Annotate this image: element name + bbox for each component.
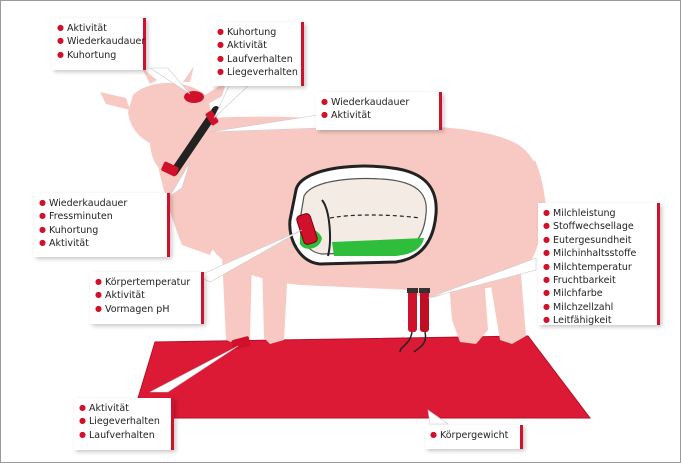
callout-leg-item: ●Liegeverhalten <box>79 415 165 428</box>
callout-leg-item: ●Laufverhalten <box>79 429 165 442</box>
callout-neck-item: ●Wiederkaudauer <box>321 96 433 109</box>
callout-collar-top-item: ●Aktivität <box>217 39 295 52</box>
callout-collar-low-item: ●Kuhortung <box>39 224 161 237</box>
callout-head-item: ●Wiederkaudauer <box>57 35 137 48</box>
callout-neck: ●Wiederkaudauer ●Aktivität <box>316 92 442 130</box>
callout-udder-item: ●Milchleistung <box>543 207 651 220</box>
callout-collar-low-item: ●Fressminuten <box>39 210 161 223</box>
ear-tag-sensor <box>184 91 204 103</box>
callout-udder-item: ●Fruchtbarkeit <box>543 274 651 287</box>
callout-neck-item: ●Aktivität <box>321 109 433 122</box>
callout-collar-low-item: ●Aktivität <box>39 237 161 250</box>
callout-udder-item: ●Eutergesundheit <box>543 234 651 247</box>
callout-head-item: ●Kuhortung <box>57 49 137 62</box>
callout-udder-item: ●Milchtemperatur <box>543 261 651 274</box>
callout-udder-item: ●Stoffwechsellage <box>543 220 651 233</box>
callout-mat-item: ●Körpergewicht <box>430 429 514 442</box>
callout-mat: ●Körpergewicht <box>425 425 523 449</box>
callout-udder: ●Milchleistung ●Stoffwechsellage ●Euterg… <box>538 203 660 325</box>
callout-collar-top-item: ●Laufverhalten <box>217 53 295 66</box>
callout-udder-item: ●Milchzellzahl <box>543 301 651 314</box>
callout-udder-item: ●Milchinhaltsstoffe <box>543 247 651 260</box>
callout-leg: ●Aktivität ●Liegeverhalten ●Laufverhalte… <box>74 398 174 450</box>
callout-collar-low-item: ●Wiederkaudauer <box>39 197 161 210</box>
callout-bolus: ●Körpertemperatur ●Aktivität ●Vormagen p… <box>90 272 204 324</box>
callout-bolus-item: ●Vormagen pH <box>95 303 195 316</box>
callout-udder-item: ●Leitfähigkeit <box>543 314 651 327</box>
callout-bolus-item: ●Aktivität <box>95 289 195 302</box>
callout-bolus-item: ●Körpertemperatur <box>95 276 195 289</box>
callout-head: ●Aktivität ●Wiederkaudauer ●Kuhortung <box>52 18 146 70</box>
callout-collar-top: ●Kuhortung ●Aktivität ●Laufverhalten ●Li… <box>212 22 304 86</box>
callout-head-item: ●Aktivität <box>57 22 137 35</box>
scale-mat <box>132 336 590 418</box>
callout-udder-item: ●Milchfarbe <box>543 287 651 300</box>
callout-leg-item: ●Aktivität <box>79 402 165 415</box>
callout-collar-top-item: ●Kuhortung <box>217 26 295 39</box>
rumen-illustration <box>290 166 436 264</box>
callout-collar-top-item: ●Liegeverhalten <box>217 66 295 79</box>
callout-collar-low: ●Wiederkaudauer ●Fressminuten ●Kuhortung… <box>34 193 170 257</box>
